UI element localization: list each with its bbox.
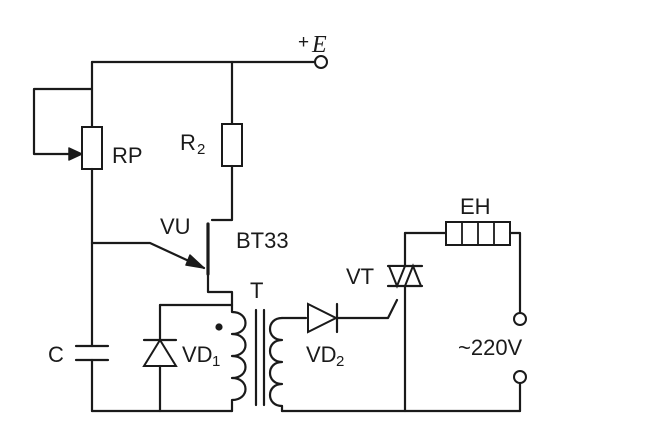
- heater-eh-icon: [403, 221, 522, 314]
- rp-label: RP: [112, 143, 143, 168]
- potentiometer-rp-icon: [32, 60, 103, 245]
- vd1-sub: 1: [212, 353, 220, 370]
- vd1-label: VD 1: [182, 342, 220, 370]
- r2-sub: 2: [197, 141, 205, 158]
- vd2-main: VD: [306, 342, 337, 367]
- supply-label: + E: [298, 32, 327, 58]
- triac-vt-icon: [386, 231, 424, 413]
- ac-source-label: ~220V: [458, 335, 523, 360]
- resistor-r2-icon: [210, 60, 243, 222]
- eh-label: EH: [460, 194, 491, 219]
- diode-vd1-icon: [142, 303, 234, 413]
- c-label: C: [48, 342, 64, 367]
- bt33-label: BT33: [236, 228, 289, 253]
- supply-plus-sign: +: [298, 32, 309, 53]
- ac-terminals-icon: [513, 312, 527, 413]
- vd2-label: VD 2: [306, 342, 344, 370]
- vt-label: VT: [346, 264, 374, 289]
- diode-vd2-icon: [307, 298, 399, 334]
- ujt-vu-icon: [90, 222, 234, 307]
- supply-rail: [90, 55, 328, 69]
- transformer-t-icon: [215, 303, 308, 413]
- supply-letter-e: E: [311, 32, 327, 58]
- vd2-sub: 2: [336, 353, 344, 370]
- capacitor-c-icon: [74, 241, 110, 413]
- t-label: T: [250, 278, 263, 303]
- vu-label: VU: [160, 214, 191, 239]
- r2-main: R: [180, 130, 196, 155]
- r2-label: R 2: [180, 130, 205, 158]
- vd1-main: VD: [182, 342, 213, 367]
